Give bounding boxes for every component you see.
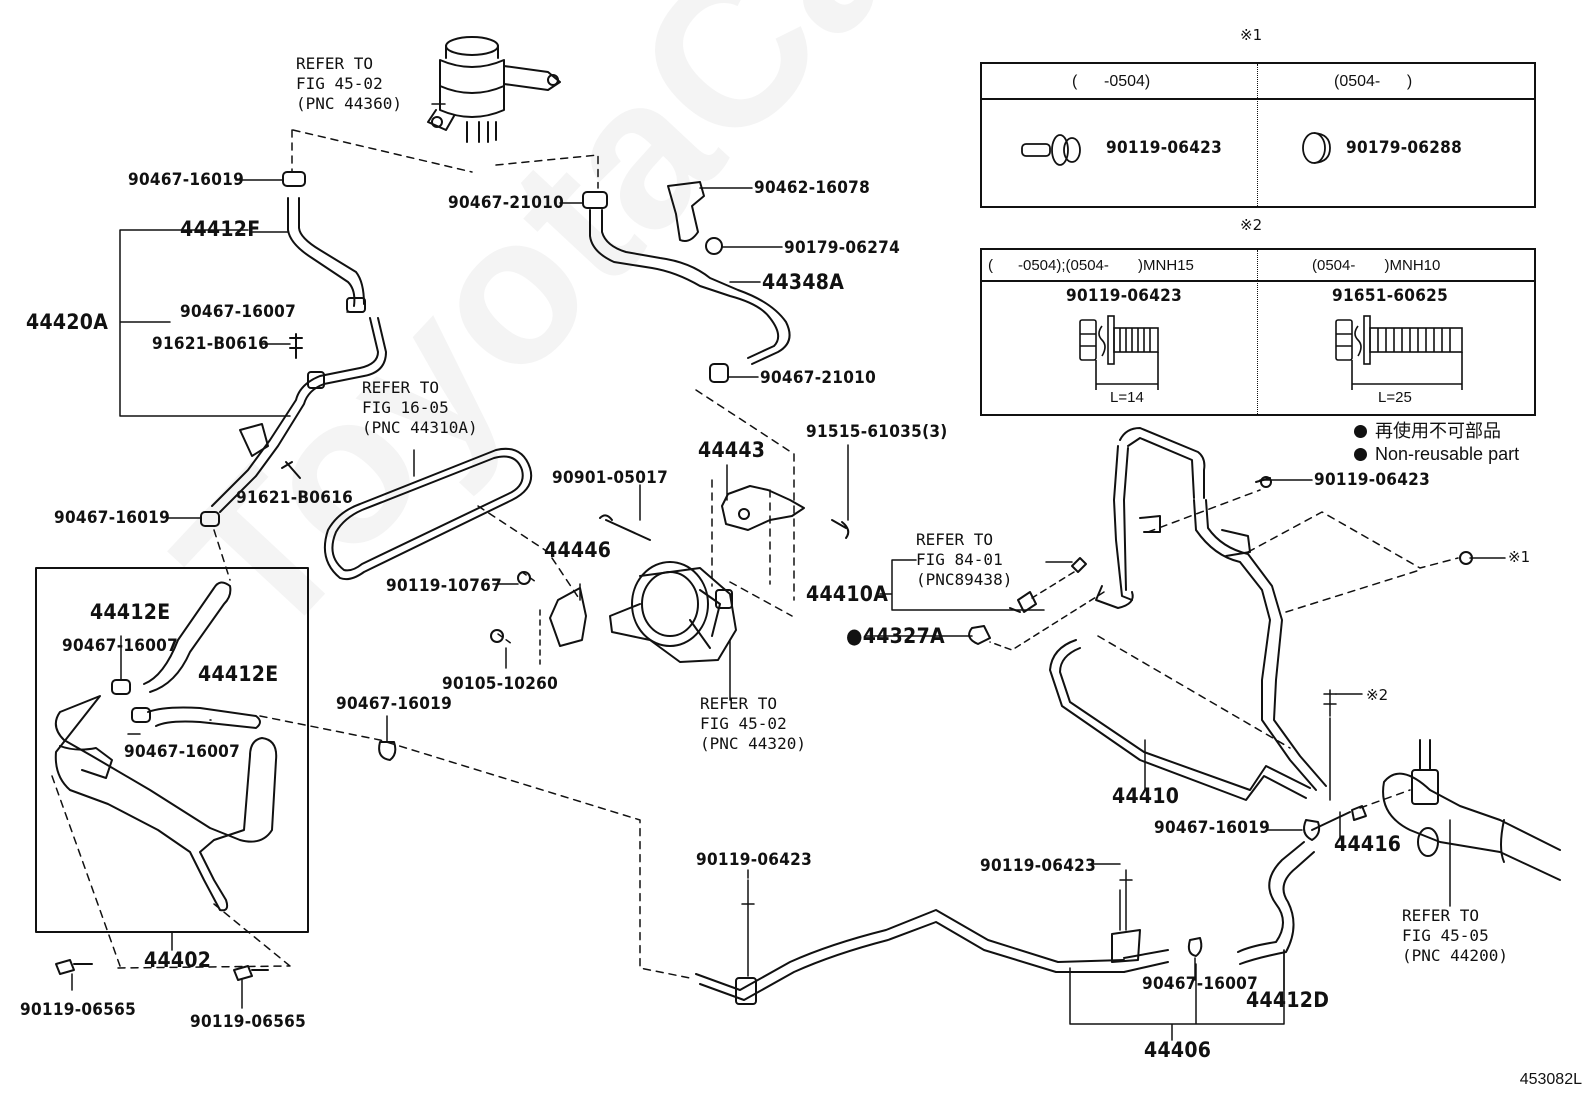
part-label[interactable]: 44412D	[1246, 988, 1330, 1012]
figure-id: 453082L	[1519, 1071, 1582, 1088]
bracket-44443	[721, 485, 805, 531]
nut-icon	[1302, 132, 1331, 164]
part-label[interactable]: 91515-61035(3)	[806, 422, 948, 442]
callout-bracket-44410A	[879, 559, 1045, 611]
part-label[interactable]: 44412E	[198, 662, 279, 686]
pipe-assembly-44402	[54, 695, 278, 912]
part-label[interactable]: 90179-06274	[784, 238, 901, 258]
part-label[interactable]: 44416	[1334, 832, 1402, 856]
table2-col2-header: (0504- )MNH10	[1312, 257, 1441, 274]
part-label[interactable]: 90467-16007	[1142, 974, 1259, 994]
leader-lines	[71, 103, 1506, 1009]
part-label[interactable]: 44348A	[762, 270, 845, 294]
bolt-icon	[1021, 134, 1081, 166]
part-label[interactable]: 90467-16007	[180, 302, 297, 322]
table2-col2-part[interactable]: 91651-60625	[1332, 286, 1449, 306]
part-label[interactable]: 90119-06423	[980, 856, 1097, 876]
part-label[interactable]: 44410A	[806, 582, 889, 606]
table2-header-row	[982, 250, 1534, 282]
table1-header-row	[982, 64, 1534, 100]
part-label[interactable]: 90467-16019	[336, 694, 453, 714]
part-label[interactable]: 90119-06565	[190, 1012, 307, 1032]
table1-col2-part[interactable]: 90179-06288	[1346, 138, 1463, 158]
table2-col1-part[interactable]: 90119-06423	[1066, 286, 1183, 306]
callout-bracket-44420A	[119, 229, 291, 417]
pipe-44406	[695, 909, 1125, 1001]
part-label[interactable]: 90467-21010	[760, 368, 877, 388]
part-label[interactable]: 44402	[144, 948, 212, 972]
ref-gear[interactable]: REFER TO FIG 45-05 (PNC 44200)	[1402, 906, 1508, 965]
part-label[interactable]: 44412F	[180, 217, 261, 241]
note-marker-2[interactable]: ※2	[1366, 686, 1389, 704]
note-table-1: ( -0504) (0504- ) 90119-06423 90179-0628…	[980, 62, 1536, 208]
part-label[interactable]: 90901-05017	[552, 468, 669, 488]
part-label[interactable]: 90467-16019	[54, 508, 171, 528]
table1-col2-header: (0504- )	[1334, 73, 1413, 90]
table1-divider	[1257, 64, 1258, 206]
part-label[interactable]: 90105-10260	[442, 674, 559, 694]
steering-gear-illustration	[1382, 739, 1561, 881]
table1-col1-part[interactable]: 90119-06423	[1106, 138, 1223, 158]
dash-line	[291, 129, 599, 189]
hose-44412F	[287, 197, 365, 307]
legend-jp-text: 再使用不可部品	[1375, 421, 1501, 441]
table2-col1-length: L=14	[1110, 389, 1144, 406]
part-label[interactable]: 90119-06423	[1314, 470, 1431, 490]
part-label[interactable]: 44446	[544, 538, 612, 562]
table2-divider	[1257, 250, 1258, 414]
part-label[interactable]: 90467-16007	[124, 742, 241, 762]
power-steering-pump-illustration	[609, 561, 737, 663]
table2-col1-header: ( -0504);(0504- )MNH15	[988, 257, 1194, 274]
part-label[interactable]: 90467-16019	[1154, 818, 1271, 838]
part-label[interactable]: 90119-06423	[696, 850, 813, 870]
bullet-icon	[1354, 425, 1367, 438]
table1-col1-header: ( -0504)	[1072, 73, 1151, 90]
bullet-icon	[1354, 448, 1367, 461]
part-label[interactable]: 90467-21010	[448, 193, 565, 213]
part-label[interactable]: 90462-16078	[754, 178, 871, 198]
part-label[interactable]: 91621-B0616	[152, 334, 270, 354]
ref-belt[interactable]: REFER TO FIG 16-05 (PNC 44310A)	[362, 378, 478, 437]
ref-switch[interactable]: REFER TO FIG 84-01 (PNC89438)	[916, 530, 1013, 589]
part-label[interactable]: 90119-10767	[386, 576, 503, 596]
bolt-14-icon	[1079, 315, 1159, 390]
part-label[interactable]: 90467-16007	[62, 636, 179, 656]
drive-belt-illustration	[324, 447, 533, 581]
bolt-25-icon	[1335, 315, 1463, 390]
legend-en: Non-reusable part	[1354, 443, 1519, 465]
part-label-non-reusable[interactable]: ●44327A	[846, 624, 945, 648]
part-label[interactable]: 90467-16019	[128, 170, 245, 190]
reservoir-illustration	[427, 36, 561, 143]
part-label[interactable]: 90119-06565	[20, 1000, 137, 1020]
part-label[interactable]: 44420A	[26, 310, 109, 334]
part-label[interactable]: 44443	[698, 438, 766, 462]
hose-44348A	[589, 209, 791, 365]
ref-reservoir[interactable]: REFER TO FIG 45-02 (PNC 44360)	[296, 54, 402, 113]
pipe-44410	[1049, 639, 1311, 801]
legend-en-text: Non-reusable part	[1375, 444, 1520, 464]
legend-jp: 再使用不可部品	[1354, 420, 1501, 442]
table1-marker: ※1	[1240, 26, 1263, 44]
part-label[interactable]: 44410	[1112, 784, 1180, 808]
part-label[interactable]: 91621-B0616	[236, 488, 354, 508]
note-marker-1[interactable]: ※1	[1508, 548, 1531, 566]
part-label[interactable]: 44412E	[90, 600, 171, 624]
ref-pump[interactable]: REFER TO FIG 45-02 (PNC 44320)	[700, 694, 806, 753]
hose-pressure	[1113, 427, 1206, 601]
table2-marker: ※2	[1240, 216, 1263, 234]
note-table-2: ( -0504);(0504- )MNH15 (0504- )MNH10 901…	[980, 248, 1536, 416]
part-label[interactable]: 44406	[1144, 1038, 1212, 1062]
table2-col2-length: L=25	[1378, 389, 1412, 406]
